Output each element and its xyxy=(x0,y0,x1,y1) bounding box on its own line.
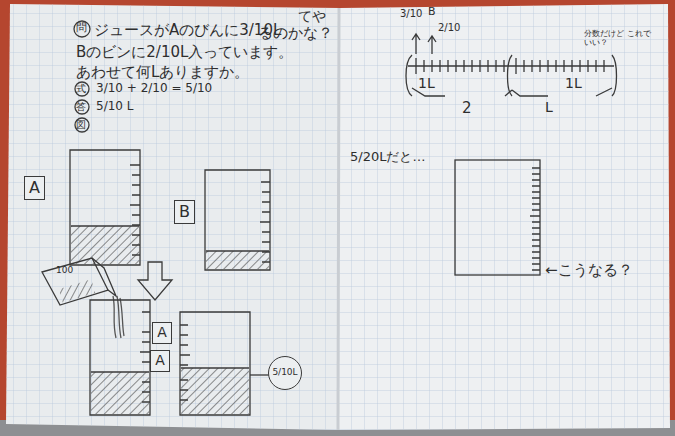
problem-text: あわせて何Lありますか。 xyxy=(76,64,249,81)
mark-char: 図 xyxy=(76,119,86,130)
bottle-tag: B xyxy=(174,200,195,224)
bottle-tag: A xyxy=(150,350,170,372)
bottle-tag: A xyxy=(152,322,172,344)
callout-note: ←こうなる？ xyxy=(545,262,633,279)
bottle-tag: A xyxy=(24,176,45,200)
mark-char: 問 xyxy=(76,22,87,34)
node-text: A xyxy=(157,325,167,340)
fraction-label: 2/10 xyxy=(438,22,460,33)
note-text: てや xyxy=(298,9,326,24)
scale-label: 2 xyxy=(462,100,472,117)
side-note: 分数だけど これでいい？ xyxy=(584,30,654,48)
mark-char: 答 xyxy=(76,101,86,112)
scale-label: 1L xyxy=(565,76,582,91)
volume-circle: 5/10L xyxy=(268,356,302,390)
bottle-label: B xyxy=(428,6,436,18)
equation: 3/10 + 2/10 = 5/10 xyxy=(96,82,212,95)
fraction-label: 3/10 xyxy=(400,8,422,19)
node-text: B xyxy=(179,203,190,221)
problem-text: ジュースがAのびんに3/10L xyxy=(94,22,281,39)
answer: 5/10 L xyxy=(96,100,133,113)
problem-text: Bのビンに2/10L入っています。 xyxy=(76,44,293,61)
scale-label: L xyxy=(545,100,553,115)
node-text: 5/10L xyxy=(272,368,297,378)
mark-char: 式 xyxy=(76,83,86,94)
node-text: A xyxy=(155,353,165,368)
note-text: 5/20Lだと… xyxy=(350,150,425,164)
scale-label: 1L xyxy=(418,76,435,91)
carton-label: 100 xyxy=(56,266,73,276)
node-text: A xyxy=(29,179,40,197)
